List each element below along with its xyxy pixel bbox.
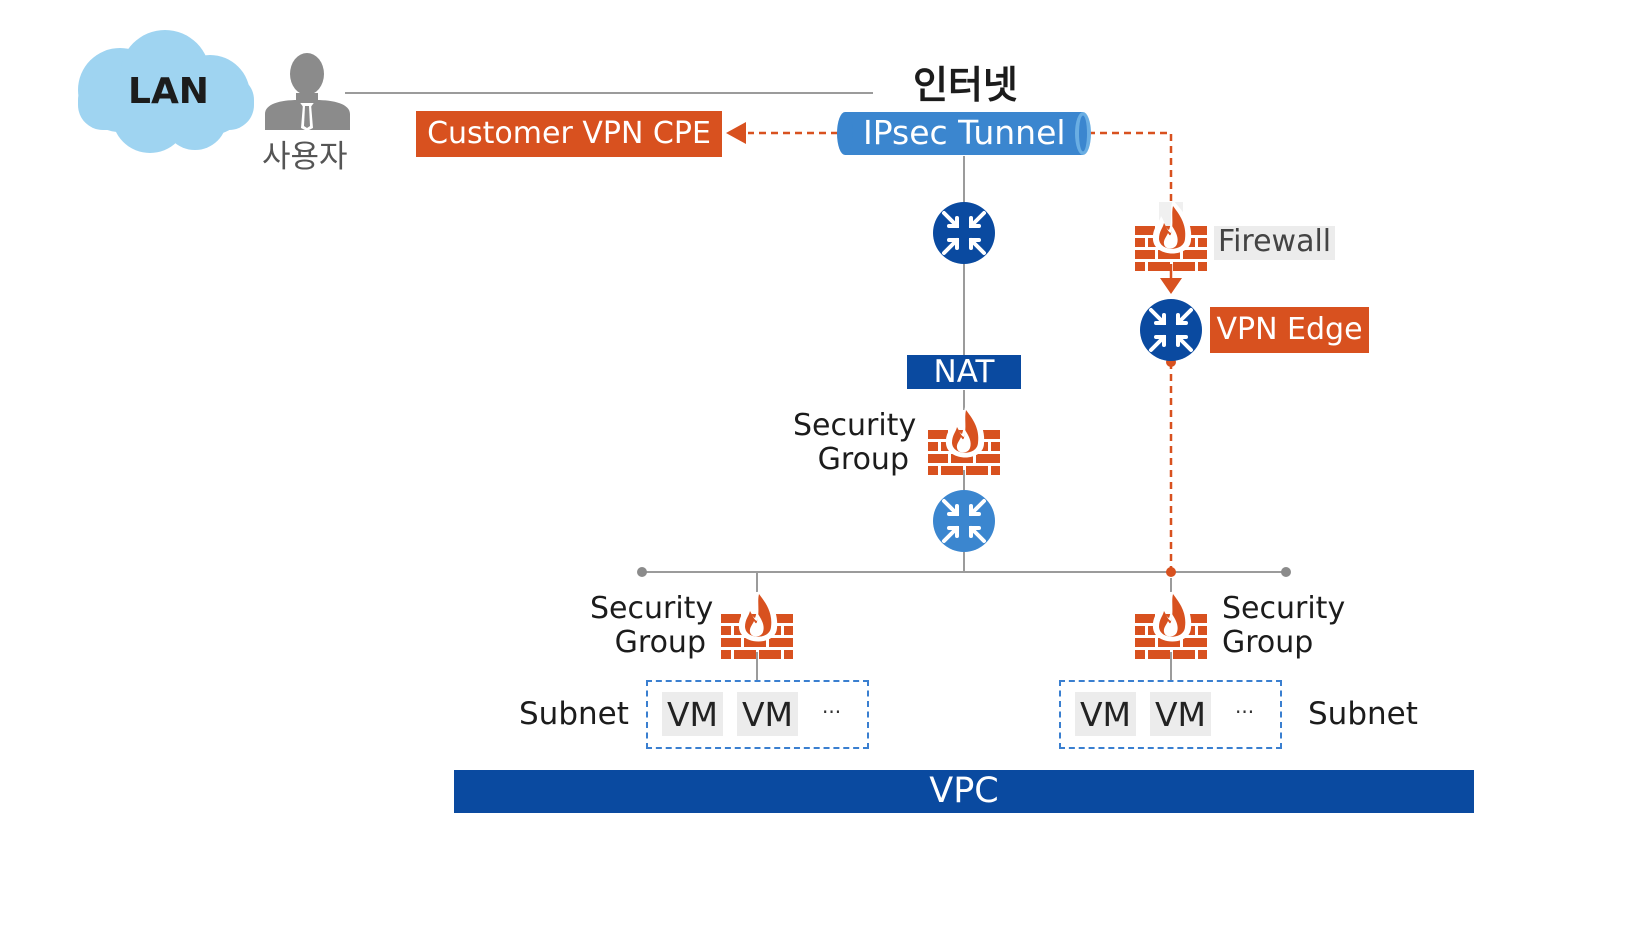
- user-icon: [265, 53, 350, 131]
- nat-box: NAT: [907, 355, 1021, 389]
- subnet-right: [1059, 680, 1282, 749]
- bus-end-left: [637, 567, 647, 577]
- router-icon: [1140, 299, 1202, 361]
- router-icon: [933, 202, 995, 264]
- security-group-line2: Group: [614, 625, 706, 660]
- firewall-label-text: Firewall: [1218, 224, 1332, 259]
- edge-arrow-head: [1160, 278, 1182, 294]
- bus-end-right: [1281, 567, 1291, 577]
- security-group-label-right: Security Group: [1222, 592, 1352, 660]
- security-group-line2: Group: [1222, 625, 1314, 660]
- cpe-arrow-head: [726, 122, 746, 144]
- subnet-label-right: Subnet: [1308, 696, 1418, 732]
- vpn-edge-label: VPN Edge: [1216, 312, 1363, 347]
- tunnel-to-firewall-line: [1088, 131, 1173, 208]
- security-group-line1: Security: [793, 408, 917, 443]
- more-vms-indicator: ···: [1235, 700, 1255, 724]
- firewall-icon: [1135, 200, 1207, 271]
- security-group-label-left: Security Group: [590, 591, 714, 660]
- security-group-line1: Security: [590, 591, 714, 626]
- more-vms-indicator: ···: [822, 700, 842, 724]
- security-group-line1: Security: [1222, 591, 1346, 626]
- subnet-label-left: Subnet: [519, 696, 629, 732]
- firewall-label: Firewall: [1214, 224, 1336, 260]
- vpc-label: VPC: [929, 771, 999, 811]
- vm-box: VM: [1150, 692, 1211, 736]
- subnet-left: [646, 680, 869, 749]
- tunnel-shape: [837, 112, 1091, 155]
- firewall-icon: [1135, 588, 1207, 659]
- lan-label: LAN: [128, 71, 209, 112]
- vm-box: VM: [1075, 692, 1136, 736]
- customer-vpn-cpe-box: Customer VPN CPE: [416, 111, 722, 157]
- nat-label: NAT: [933, 353, 995, 390]
- cloud-icon: [78, 30, 254, 153]
- security-group-label-center: Security Group: [793, 408, 917, 477]
- firewall-icon: [721, 588, 793, 659]
- vpn-edge-box: VPN Edge: [1210, 307, 1369, 353]
- bus-junction-dot: [1166, 567, 1176, 577]
- vpc-bar: VPC: [454, 770, 1474, 813]
- customer-vpn-cpe-label: Customer VPN CPE: [427, 116, 711, 151]
- internet-label: 인터넷: [913, 63, 1018, 107]
- router-icon: [933, 490, 995, 552]
- vm-box: VM: [737, 692, 798, 736]
- vm-box: VM: [662, 692, 723, 736]
- security-group-line2: Group: [817, 442, 909, 477]
- firewall-icon: [928, 404, 1000, 475]
- ipsec-tunnel-label: IPsec Tunnel: [863, 113, 1066, 152]
- user-label: 사용자: [262, 139, 348, 175]
